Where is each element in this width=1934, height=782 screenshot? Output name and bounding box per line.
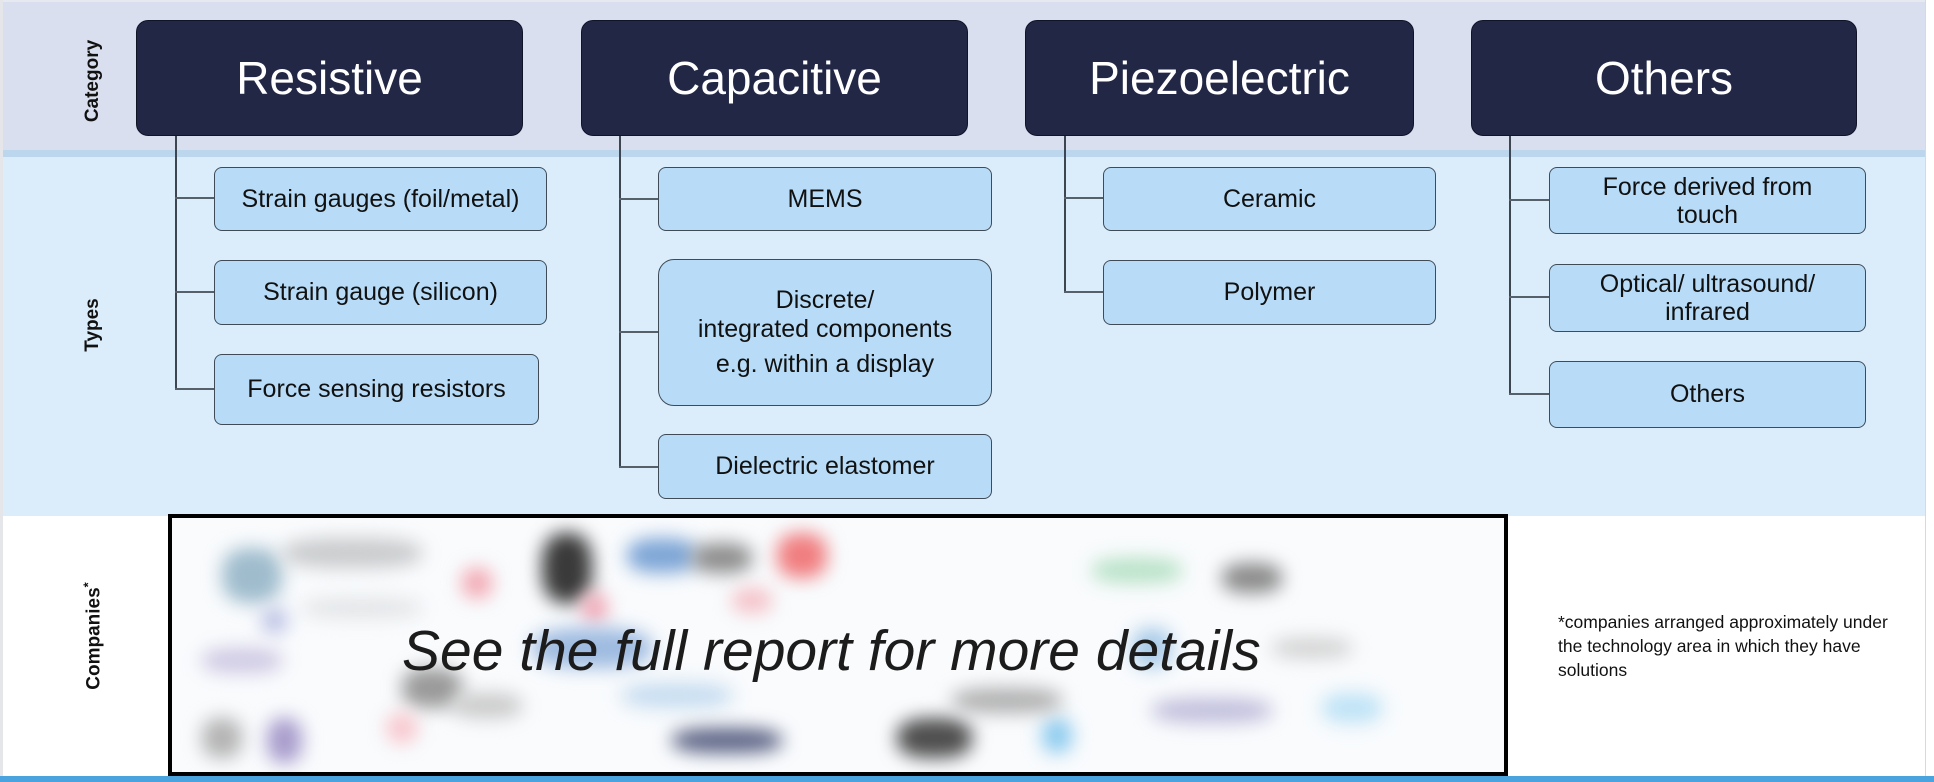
category-resistive: Resistive xyxy=(136,20,523,136)
connector-capacitive xyxy=(619,136,621,467)
type-force-sensing-resistors: Force sensing resistors xyxy=(214,354,539,425)
blurred-logo xyxy=(387,713,417,743)
footnote-marker: * xyxy=(80,582,96,588)
blurred-logo xyxy=(532,628,652,668)
band-divider xyxy=(3,150,1925,157)
category-others: Others xyxy=(1471,20,1857,136)
blurred-logo xyxy=(1322,693,1382,723)
companies-blurred-overlay[interactable]: See the full report for more details xyxy=(168,514,1508,776)
blurred-logo xyxy=(1042,718,1072,753)
blurred-logo xyxy=(267,718,302,763)
branch-line xyxy=(1509,393,1549,395)
row-label-types: Types xyxy=(82,298,103,352)
branch-line xyxy=(619,331,658,333)
type-force-derived-from-touch: Force derived from touch xyxy=(1549,167,1866,234)
blurred-logo xyxy=(777,533,827,578)
type-others: Others xyxy=(1549,361,1866,428)
type-label-line: infrared xyxy=(1665,298,1750,326)
type-ceramic: Ceramic xyxy=(1103,167,1436,231)
category-piezoelectric: Piezoelectric xyxy=(1025,20,1414,136)
right-edge xyxy=(1925,0,1934,776)
blurred-logo xyxy=(672,728,782,753)
type-label: Strain gauge (silicon) xyxy=(263,278,498,306)
branch-line xyxy=(175,291,214,293)
row-label-category: Category xyxy=(82,39,103,123)
type-label-line: e.g. within a display xyxy=(715,350,935,378)
type-label-line: touch xyxy=(1676,200,1739,229)
type-dielectric-elastomer: Dielectric elastomer xyxy=(658,434,992,499)
type-label: Dielectric elastomer xyxy=(715,452,935,480)
type-label: Ceramic xyxy=(1222,184,1317,213)
blurred-logo xyxy=(1092,558,1182,583)
blurred-logo xyxy=(202,648,282,673)
type-label: MEMS xyxy=(787,184,863,213)
blurred-logo xyxy=(622,683,732,708)
branch-line xyxy=(175,388,214,390)
blurred-logo xyxy=(897,718,972,758)
type-optical-ultrasound-infrared: Optical/ ultrasound/ infrared xyxy=(1549,264,1866,332)
branch-line xyxy=(1509,199,1549,201)
bottom-accent-bar xyxy=(0,776,1934,782)
footnote: *companies arranged approximately under … xyxy=(1558,612,1888,680)
type-label: Force sensing resistors xyxy=(247,375,506,403)
blurred-logo xyxy=(452,693,522,718)
type-mems: MEMS xyxy=(658,167,992,231)
type-label-line: Force derived from xyxy=(1602,172,1813,201)
connector-piezoelectric xyxy=(1064,136,1066,293)
blurred-logo xyxy=(732,588,772,613)
blurred-logo xyxy=(202,718,242,758)
see-full-report-message: See the full report for more details xyxy=(402,619,1261,683)
branch-line xyxy=(175,197,214,199)
blurred-logo xyxy=(542,533,592,603)
blurred-logo xyxy=(282,538,422,568)
blurred-logo xyxy=(222,548,282,603)
blurred-logo xyxy=(1222,563,1282,593)
category-capacitive: Capacitive xyxy=(581,20,968,136)
left-edge xyxy=(0,0,3,776)
type-label: Polymer xyxy=(1223,278,1316,306)
row-label-companies: Companies* xyxy=(80,582,105,689)
type-strain-gauges-foil-metal: Strain gauges (foil/metal) xyxy=(214,167,547,231)
type-label: Strain gauges (foil/metal) xyxy=(241,184,520,213)
blurred-logo xyxy=(627,538,697,573)
blurred-logo xyxy=(302,598,422,618)
blurred-logo xyxy=(462,568,492,598)
type-discrete-integrated-components: Discrete/ integrated components e.g. wit… xyxy=(658,259,992,406)
connector-others xyxy=(1509,136,1511,395)
branch-line xyxy=(1064,291,1103,293)
blurred-logo xyxy=(1132,628,1172,668)
blurred-logo xyxy=(692,543,752,573)
type-strain-gauge-silicon: Strain gauge (silicon) xyxy=(214,260,547,325)
type-label-line: Optical/ ultrasound/ xyxy=(1599,270,1816,298)
type-label-line: integrated components xyxy=(697,315,953,343)
branch-line xyxy=(619,466,658,468)
type-polymer: Polymer xyxy=(1103,260,1436,325)
blurred-logo xyxy=(262,608,287,633)
type-label: Others xyxy=(1669,380,1746,408)
connector-resistive xyxy=(175,136,177,390)
blurred-logo xyxy=(582,593,607,623)
blurred-logo xyxy=(1272,638,1352,658)
branch-line xyxy=(1509,296,1549,298)
branch-line xyxy=(1064,197,1103,199)
branch-line xyxy=(619,198,658,200)
blurred-logo xyxy=(952,688,1062,713)
type-label-line: Discrete/ xyxy=(775,286,875,314)
row-label-companies-text: Companies xyxy=(83,587,105,690)
blurred-logo xyxy=(1152,698,1272,723)
